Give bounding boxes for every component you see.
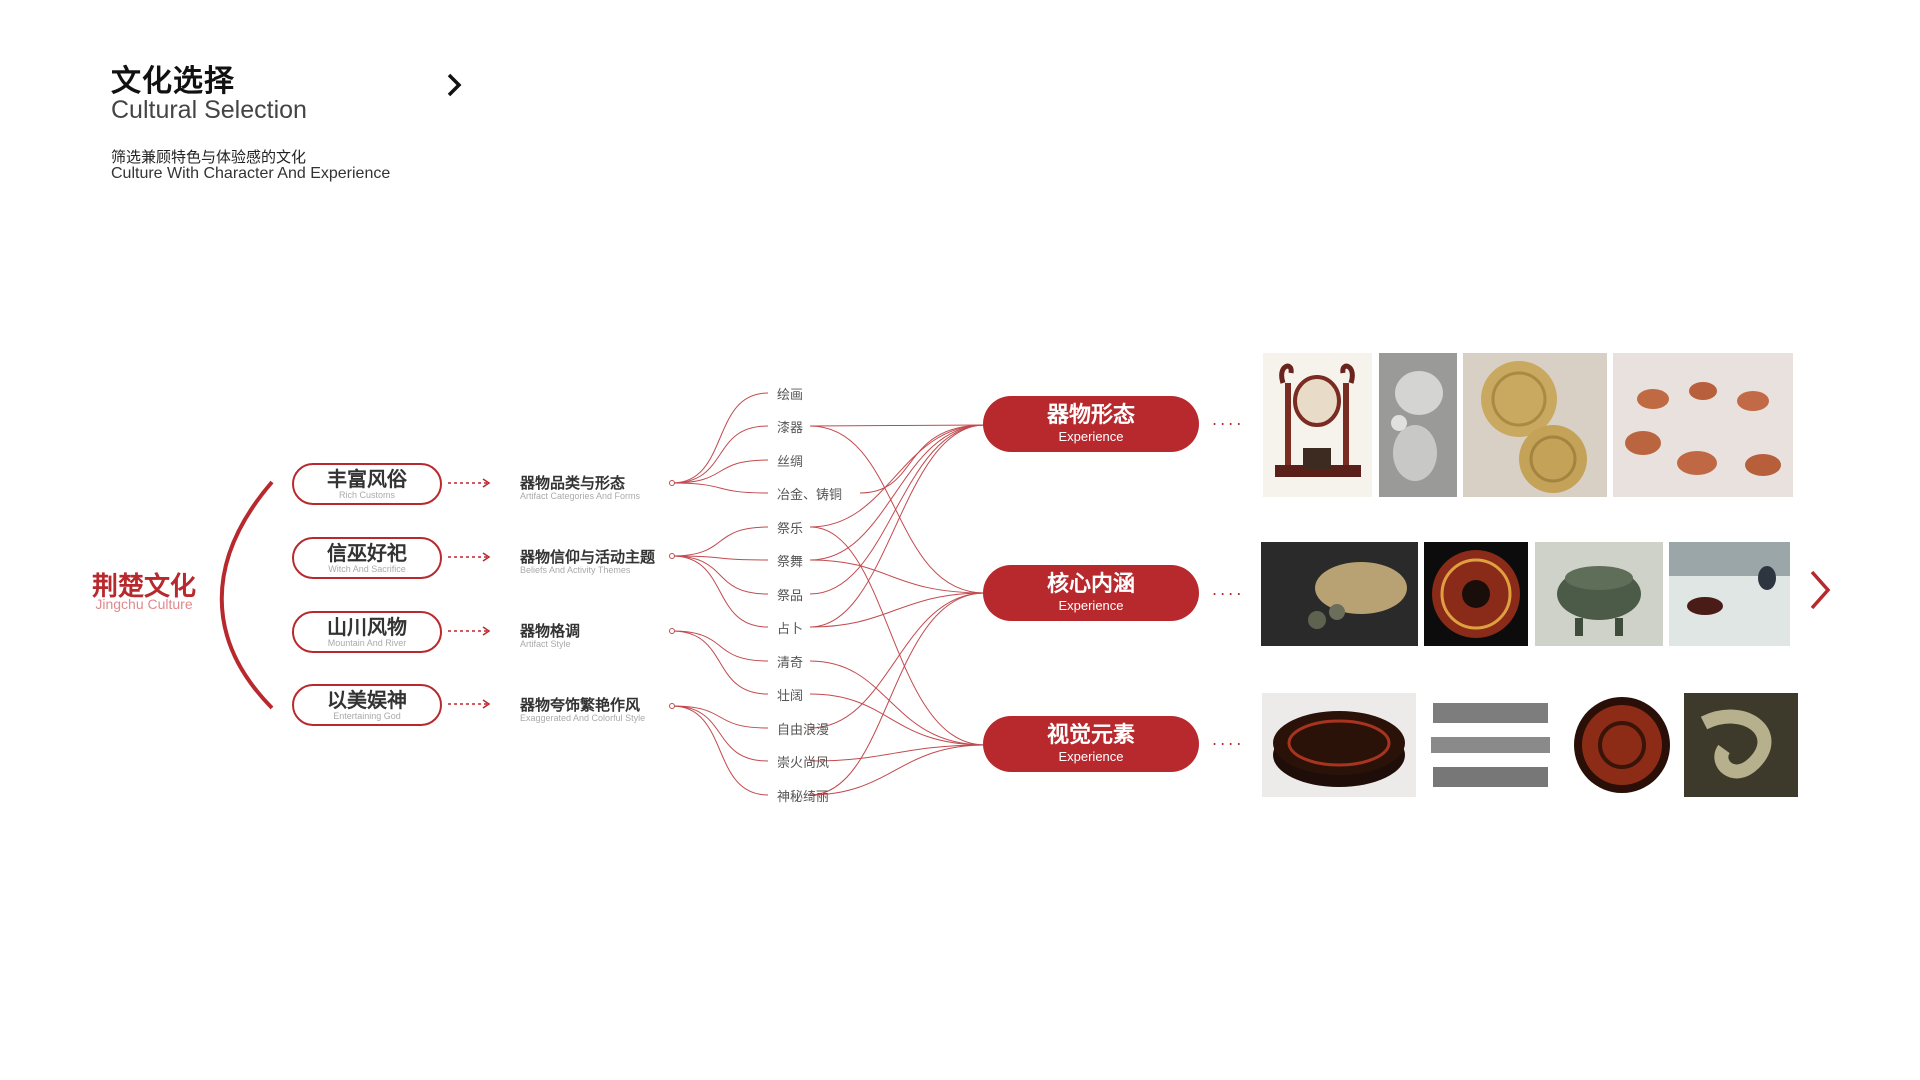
chevron-right-icon	[447, 73, 462, 97]
page-title: 文化选择	[111, 64, 235, 99]
attribute-label-en: Exaggerated And Colorful Style	[520, 713, 646, 723]
connector-dots: ....	[1212, 410, 1245, 429]
category-label-en: Witch And Sacrifice	[328, 564, 406, 574]
category-label-en: Mountain And River	[327, 638, 407, 648]
attribute-label: 器物格调	[520, 622, 581, 640]
outcome-label: 器物形态	[1046, 403, 1135, 428]
leaf-item: 占卜	[777, 622, 804, 637]
root-label: 荆楚文化	[91, 572, 196, 602]
category-rich-customs[interactable]: 丰富风俗 Rich Customs	[292, 463, 442, 505]
connector-dots: ....	[1212, 580, 1245, 599]
artifact-image-museum-bowl	[1669, 542, 1790, 646]
artifact-image-lacquer-box	[1262, 693, 1416, 797]
category-label: 信巫好祀	[327, 541, 407, 565]
leaf-item: 自由浪漫	[777, 723, 830, 738]
category-label: 丰富风俗	[327, 467, 407, 491]
attribute-label-en: Artifact Categories And Forms	[520, 491, 641, 501]
category-label: 山川风物	[327, 615, 407, 639]
outcome-label-en: Experience	[1058, 749, 1124, 764]
leaf-item: 祭舞	[777, 555, 804, 570]
category-label-en: Rich Customs	[338, 490, 395, 500]
page-subtitle: 筛选兼顾特色与体验感的文化	[111, 148, 307, 166]
category-mountain-river[interactable]: 山川风物 Mountain And River	[292, 611, 442, 653]
category-label-en: Entertaining God	[333, 711, 401, 721]
outcome-label-en: Experience	[1058, 598, 1124, 613]
attribute-label: 器物夸饰繁艳作风	[520, 696, 641, 714]
root-bracket	[219, 480, 274, 710]
artifact-image-drum-stand	[1263, 353, 1372, 497]
attribute-label: 器物信仰与活动主题	[520, 548, 656, 566]
artifact-image-woven-discs	[1463, 353, 1607, 497]
category-entertaining-god[interactable]: 以美娱神 Entertaining God	[292, 684, 442, 726]
outcome-label: 视觉元素	[1046, 723, 1135, 748]
next-page-button[interactable]	[444, 70, 466, 100]
outcome-label: 核心内涵	[1046, 572, 1135, 597]
artifact-image-pattern-strips	[1427, 693, 1554, 797]
artifact-image-red-plate	[1567, 693, 1678, 797]
chevron-right-icon	[1810, 570, 1831, 610]
leaf-item: 绘画	[777, 388, 804, 403]
leaf-item: 漆器	[777, 421, 804, 436]
leaf-item: 祭乐	[777, 522, 804, 537]
category-label: 以美娱神	[327, 688, 407, 712]
connector-dots: ....	[1212, 730, 1245, 749]
next-slide-button[interactable]	[1806, 568, 1834, 612]
artifact-image-tortoise-shell	[1261, 542, 1418, 646]
leaf-item: 清奇	[777, 656, 804, 671]
artifact-image-shell-fragments	[1379, 353, 1457, 497]
artifact-image-bronze-vessel	[1535, 542, 1663, 646]
artifact-image-jade-dragon	[1684, 693, 1798, 797]
leaf-item: 丝绸	[777, 455, 804, 470]
page-title-en: Cultural Selection	[111, 96, 307, 124]
leaf-item: 冶金、铸铜	[777, 488, 843, 503]
outcome-visual-elements[interactable]: 视觉元素 Experience	[983, 716, 1199, 772]
artifact-image-clay-animals	[1613, 353, 1793, 497]
attribute-label-en: Artifact Style	[520, 639, 571, 649]
leaf-item: 崇火尚凤	[777, 756, 830, 771]
outcome-core-meaning[interactable]: 核心内涵 Experience	[983, 565, 1199, 621]
attribute-label-en: Beliefs And Activity Themes	[520, 565, 631, 575]
leaf-item: 神秘绮丽	[777, 790, 830, 805]
outcome-artifact-form[interactable]: 器物形态 Experience	[983, 396, 1199, 452]
category-witch-sacrifice[interactable]: 信巫好祀 Witch And Sacrifice	[292, 537, 442, 579]
leaf-item: 祭品	[777, 589, 804, 604]
page-subtitle-en: Culture With Character And Experience	[111, 165, 391, 182]
outcome-label-en: Experience	[1058, 429, 1124, 444]
attribute-label: 器物品类与形态	[520, 474, 626, 492]
root-label-en: Jingchu Culture	[95, 596, 193, 612]
artifact-image-lacquer-plate	[1424, 542, 1528, 646]
leaf-item: 壮阔	[777, 689, 804, 704]
